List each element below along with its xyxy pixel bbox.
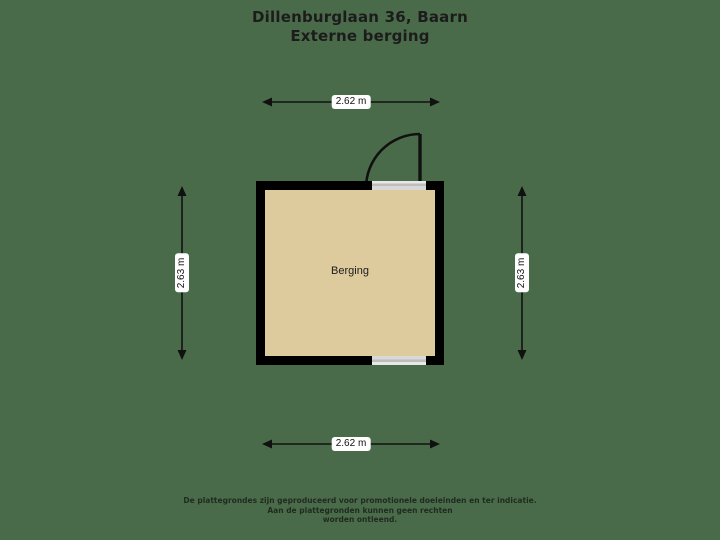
title-address: Dillenburglaan 36, Baarn [252,8,468,26]
room-label: Berging [331,265,369,277]
dimension-right-label: 2.63 m [515,253,529,293]
dimension-top-arrow [262,97,440,107]
bottom-door-threshold[interactable] [369,356,429,365]
room-interior-fill [265,190,435,356]
dimension-right: 2.63 m [512,186,532,360]
footer-line-2: Aan de plattegronden kunnen geen rechten [267,505,453,515]
room-berging[interactable]: Berging [256,181,444,365]
dimension-right-arrow [517,186,527,360]
dimension-top-label: 2.62 m [331,95,371,109]
footer-line-3: worden ontleend. [322,515,398,525]
top-door-swing-arc [364,132,422,189]
dimension-left-arrow [177,186,187,360]
dimension-bottom-label: 2.62 m [331,437,371,451]
dimension-left-label: 2.63 m [175,253,189,293]
footer-line-1: De plattegrondes zijn geproduceerd voor … [183,496,537,505]
dimension-top: 2.62 m [262,92,440,112]
dimension-left: 2.63 m [172,186,192,360]
dimension-bottom-arrow [262,439,440,449]
footer-disclaimer: De plattegrondes zijn geproduceerd voor … [0,496,720,525]
top-door-swing [364,132,424,189]
title-subtitle: Externe berging [290,27,430,45]
top-door-threshold[interactable] [369,181,429,190]
page-title: Dillenburglaan 36, Baarn Externe berging [0,8,720,46]
dimension-bottom: 2.62 m [262,434,440,454]
